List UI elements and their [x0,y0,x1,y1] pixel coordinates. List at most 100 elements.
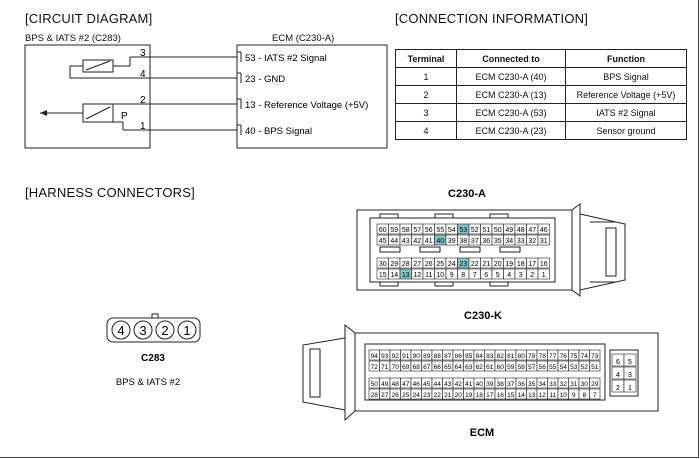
c283-sublabel: BPS & IATS #2 [116,377,180,388]
pin-number: 80 [518,353,526,360]
pin-number: 83 [486,353,494,360]
pin-number: 23 [459,261,467,268]
pin-number: 8 [461,272,465,279]
pin-number: 34 [539,381,547,388]
pin-number: 41 [425,238,433,245]
table-row: 1 ECM C230-A (40) BPS Signal [395,67,687,86]
pin-number: 47 [528,227,536,234]
pin-number: 13 [402,272,410,279]
pin-number: 39 [486,381,494,388]
pin-number: 94 [371,353,379,360]
pin-number: 15 [379,272,387,279]
pin-number: 37 [507,381,515,388]
table-row: 4 ECM C230-A (23) Sensor ground [395,121,687,140]
pin-number: 87 [444,353,452,360]
c283-pin-number: 1 [183,323,190,338]
pin-number: 70 [392,364,400,371]
pin-cell [537,268,550,280]
pin-number: 36 [518,381,526,388]
pin-number: 27 [381,392,389,399]
pin-number: 31 [570,381,578,388]
pin-number: 10 [560,392,568,399]
pin-number: 19 [505,261,513,268]
pin-cell [589,388,601,400]
pin-number: 45 [379,238,387,245]
sensor-box [24,44,151,149]
pin-number: 85 [465,353,473,360]
pin-number: 52 [471,227,479,234]
table-cell: ECM C230-A (23) [456,121,566,140]
pin-number: 13 [528,392,536,399]
pin-number: 60 [497,364,505,371]
pin-number: 5 [496,272,500,279]
pin-number: 74 [581,353,589,360]
pin-number: 81 [507,353,515,360]
pin-number: 57 [528,364,536,371]
pin-number: 17 [528,261,536,268]
pin-number: 68 [413,364,421,371]
circuit-diagram-title: [CIRCUIT DIAGRAM] [25,11,153,26]
pin-number: 56 [425,227,433,234]
pin-number: 59 [507,364,515,371]
pin-number: 2 [530,272,534,279]
pin-number: 52 [581,364,589,371]
pin-number: 14 [518,392,526,399]
pin-number: 10 [436,272,444,279]
pin-number: 48 [392,381,400,388]
c230a-label: C230-A [448,188,486,200]
pin-number: 75 [570,353,578,360]
pin-number: 53 [570,364,578,371]
pin-number: 20 [494,261,502,268]
pin-number: 38 [497,381,505,388]
ecm-pin-23: 23 - GND [245,74,285,85]
pin-number: 58 [402,227,410,234]
pin-number: 51 [591,364,599,371]
ecm-pin-40: 40 - BPS Signal [245,126,312,137]
pin-number: 84 [476,353,484,360]
pin-number: 2 [140,95,146,106]
pin-number: 49 [381,381,389,388]
pin-number: 12 [539,392,547,399]
pin-number: 14 [390,272,398,279]
pin-number: 16 [540,261,548,268]
ecm-connector-label: ECM [470,427,494,439]
pin-cell [589,360,601,372]
pin-number: 11 [425,272,432,279]
pin-number: 39 [448,238,456,245]
pin-number: 7 [593,392,597,399]
pin-number: 54 [448,227,456,234]
pin-number: 73 [591,353,599,360]
pin-number: 11 [549,392,556,399]
pin-number: 49 [505,227,513,234]
pin-number: 37 [471,238,479,245]
pin-number: 50 [494,227,502,234]
pin-number: 2 [616,385,620,392]
pin-number: 79 [528,353,536,360]
pin-number: 45 [423,381,431,388]
pin-number: 29 [591,381,599,388]
pin-number: 54 [560,364,568,371]
pin-number: 58 [518,364,526,371]
pin-number: 6 [484,272,488,279]
pin-number: 24 [413,392,421,399]
pin-number: 76 [560,353,568,360]
table-row: 3 ECM C230-A (53) IATS #2 Signal [395,103,687,122]
pin-number: 35 [528,381,536,388]
c230a-connector [356,203,626,297]
pin-number: 77 [549,353,557,360]
pin-number: 38 [459,238,467,245]
pin-number: 62 [476,364,484,371]
pin-number: 66 [434,364,442,371]
ecm-label: ECM (C230-A) [272,33,335,44]
pin-number: 30 [581,381,589,388]
pin-number: 71 [381,364,389,371]
c283-pin [155,320,175,340]
pin-number: 30 [379,261,387,268]
pin-cell [537,223,550,235]
harness-connectors-title: [HARNESS CONNECTORS] [25,185,195,200]
pin-number: 50 [371,381,379,388]
